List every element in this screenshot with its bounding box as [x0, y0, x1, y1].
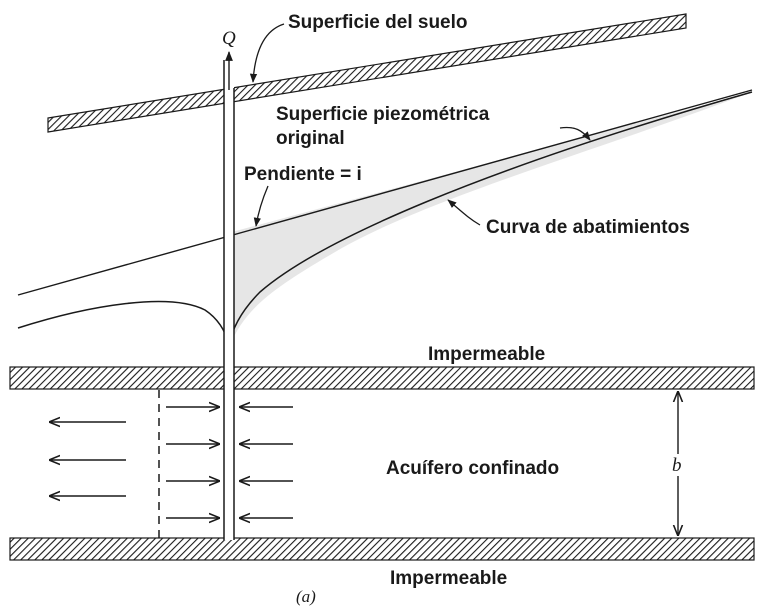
drawdown-curve-label: Curva de abatimientos	[486, 217, 690, 238]
inflow-arrows-right	[240, 407, 293, 518]
slope-leader	[253, 185, 269, 227]
piezometric-label-line2: original	[276, 128, 345, 149]
lower-impermeable-layer	[9, 537, 755, 561]
inflow-arrows-left	[166, 407, 219, 518]
drawdown-shaded-area	[230, 92, 752, 345]
piezometric-label-line1: Superficie piezométrica	[276, 104, 490, 125]
figure-tag: (a)	[296, 587, 316, 606]
discharge-label: Q	[222, 28, 236, 49]
impermeable-bottom-label: Impermeable	[390, 568, 507, 589]
upper-impermeable-layer	[9, 366, 755, 390]
piezometric-leader	[559, 126, 591, 141]
ground-surface-band	[47, 13, 687, 133]
drawdown-curve	[17, 91, 753, 346]
well-casing	[223, 60, 235, 540]
thickness-label: b	[672, 455, 682, 476]
drawdown-leader	[447, 199, 481, 226]
ground-surface-label: Superficie del suelo	[288, 12, 468, 33]
far-field-flow-arrows	[50, 422, 126, 496]
impermeable-top-label: Impermeable	[428, 344, 545, 365]
ground-surface-leader	[249, 23, 285, 83]
slope-label: Pendiente = i	[244, 164, 362, 185]
piezometric-surface-line	[17, 89, 753, 296]
aquifer-label: Acuífero confinado	[386, 458, 559, 479]
